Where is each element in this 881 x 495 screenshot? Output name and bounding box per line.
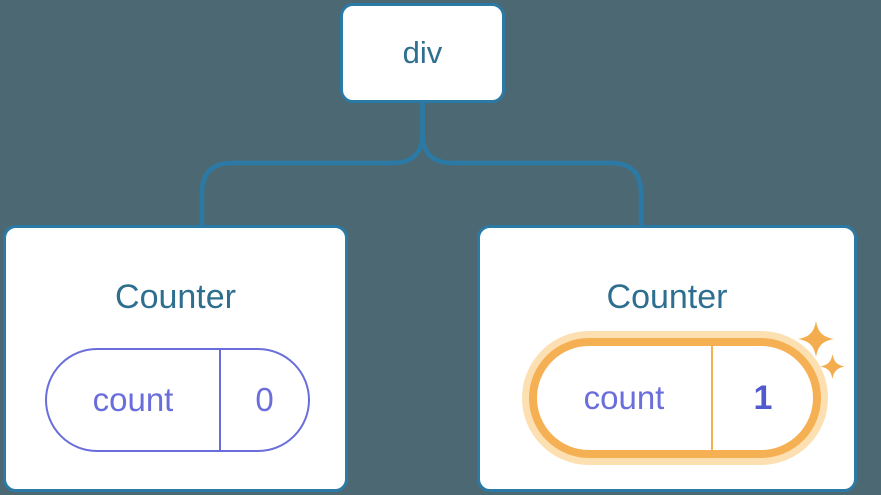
state-value: 1 <box>711 346 813 450</box>
state-key-label: count <box>583 379 665 416</box>
tree-node-div: div <box>340 3 505 103</box>
state-value: 0 <box>219 350 308 450</box>
connector-right <box>420 103 644 227</box>
state-key-label: count <box>92 381 174 418</box>
state-pill-highlighted: count 1 <box>529 338 821 458</box>
tree-node-div-label: div <box>402 35 443 70</box>
connector-left <box>199 103 425 227</box>
component-title: Counter <box>115 278 236 316</box>
state-pill: count 0 <box>45 348 310 452</box>
component-title: Counter <box>606 278 728 316</box>
counter-card-right: Counter count 1 <box>477 225 857 492</box>
counter-card-left: Counter count 0 <box>3 225 348 492</box>
